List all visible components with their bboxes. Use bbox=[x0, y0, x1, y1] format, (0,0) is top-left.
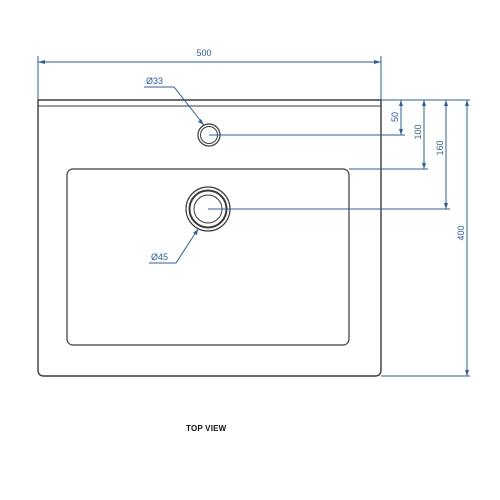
dimension-arrows bbox=[38, 60, 469, 376]
dim-tap-hole-offset: 50 bbox=[390, 112, 400, 122]
dim-offset-100: 100 bbox=[413, 124, 423, 139]
dimension-lines bbox=[37, 56, 470, 377]
dim-drain-diameter: Ø45 bbox=[151, 252, 168, 262]
view-label: TOP VIEW bbox=[186, 424, 227, 433]
dim-overall-width: 500 bbox=[196, 48, 211, 58]
bowl-outline bbox=[66, 168, 350, 346]
outer-body bbox=[37, 99, 382, 377]
dim-drain-offset: 160 bbox=[435, 140, 445, 155]
dim-tap-hole-diameter: Ø33 bbox=[146, 76, 163, 86]
basin-outline bbox=[37, 99, 382, 377]
dim-overall-depth: 400 bbox=[456, 225, 466, 240]
